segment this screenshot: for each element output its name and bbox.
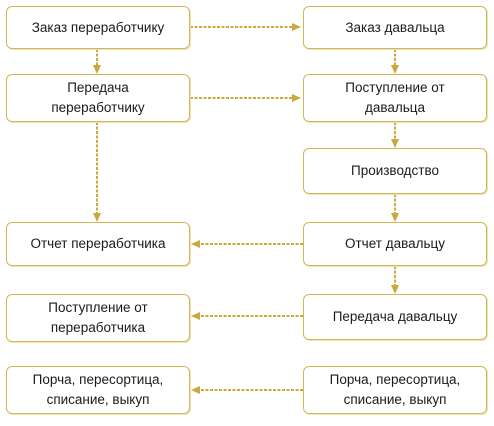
node-peredacha-davaltsu: Передача давальцу <box>303 294 487 340</box>
node-zakaz-davaltsa: Заказ давальца <box>303 6 487 49</box>
node-label-line2: переработчику <box>51 100 145 115</box>
node-postuplenie-ot-davaltsa: Поступление от давальца <box>303 74 487 122</box>
node-label-line2: давальца <box>364 100 426 115</box>
node-zakaz-pererabotchiku: Заказ переработчику <box>6 6 190 49</box>
node-label: Передача давальцу <box>332 309 458 324</box>
node-porcha-right: Порча, пересортица, списание, выкуп <box>303 366 487 414</box>
arrowhead <box>292 23 301 31</box>
node-proizvodstvo: Производство <box>303 148 487 194</box>
node-label-line1: Поступление от <box>345 80 445 95</box>
node-label: Производство <box>350 163 440 178</box>
arrowhead <box>191 312 200 320</box>
node-label: Отчет давальцу <box>344 236 446 251</box>
arrowhead <box>292 94 301 102</box>
arrowhead <box>191 386 200 394</box>
node-label-line1: Порча, пересортица, <box>329 372 461 387</box>
arrowhead <box>93 213 101 222</box>
node-label: Отчет переработчика <box>30 236 166 251</box>
arrowhead <box>391 139 399 148</box>
node-label-line2: списание, выкуп <box>46 392 150 407</box>
arrowhead <box>391 213 399 222</box>
node-porcha-left: Порча, пересортица, списание, выкуп <box>6 366 190 414</box>
node-postuplenie-ot-pererabotchika: Поступление от переработчика <box>6 294 190 342</box>
arrowhead <box>391 65 399 74</box>
node-label-line1: Передача <box>67 80 129 95</box>
arrowhead <box>93 65 101 74</box>
node-label-line1: Порча, пересортица, <box>32 372 164 387</box>
node-label: Заказ переработчику <box>31 19 165 35</box>
node-otchet-davaltsu: Отчет давальцу <box>303 222 487 266</box>
arrowhead <box>191 240 200 248</box>
node-label-line2: переработчика <box>50 320 146 335</box>
node-label-line2: списание, выкуп <box>343 392 447 407</box>
node-label: Заказ давальца <box>345 19 445 35</box>
node-peredacha-pererabotchiku: Передача переработчику <box>6 74 190 122</box>
arrowhead <box>391 285 399 294</box>
node-otchet-pererabotchika: Отчет переработчика <box>6 222 190 266</box>
node-label-line1: Поступление от <box>48 300 148 315</box>
